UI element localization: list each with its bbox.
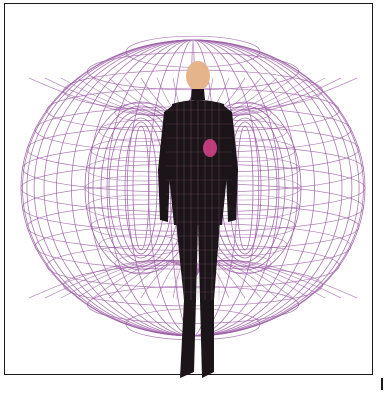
inner-lobe-ring xyxy=(133,126,149,250)
neck xyxy=(191,89,205,100)
right-leg xyxy=(198,222,220,378)
inner-lobe-ring xyxy=(237,126,253,250)
left-leg xyxy=(176,222,198,378)
head xyxy=(186,61,210,91)
edge-mark xyxy=(381,378,383,390)
